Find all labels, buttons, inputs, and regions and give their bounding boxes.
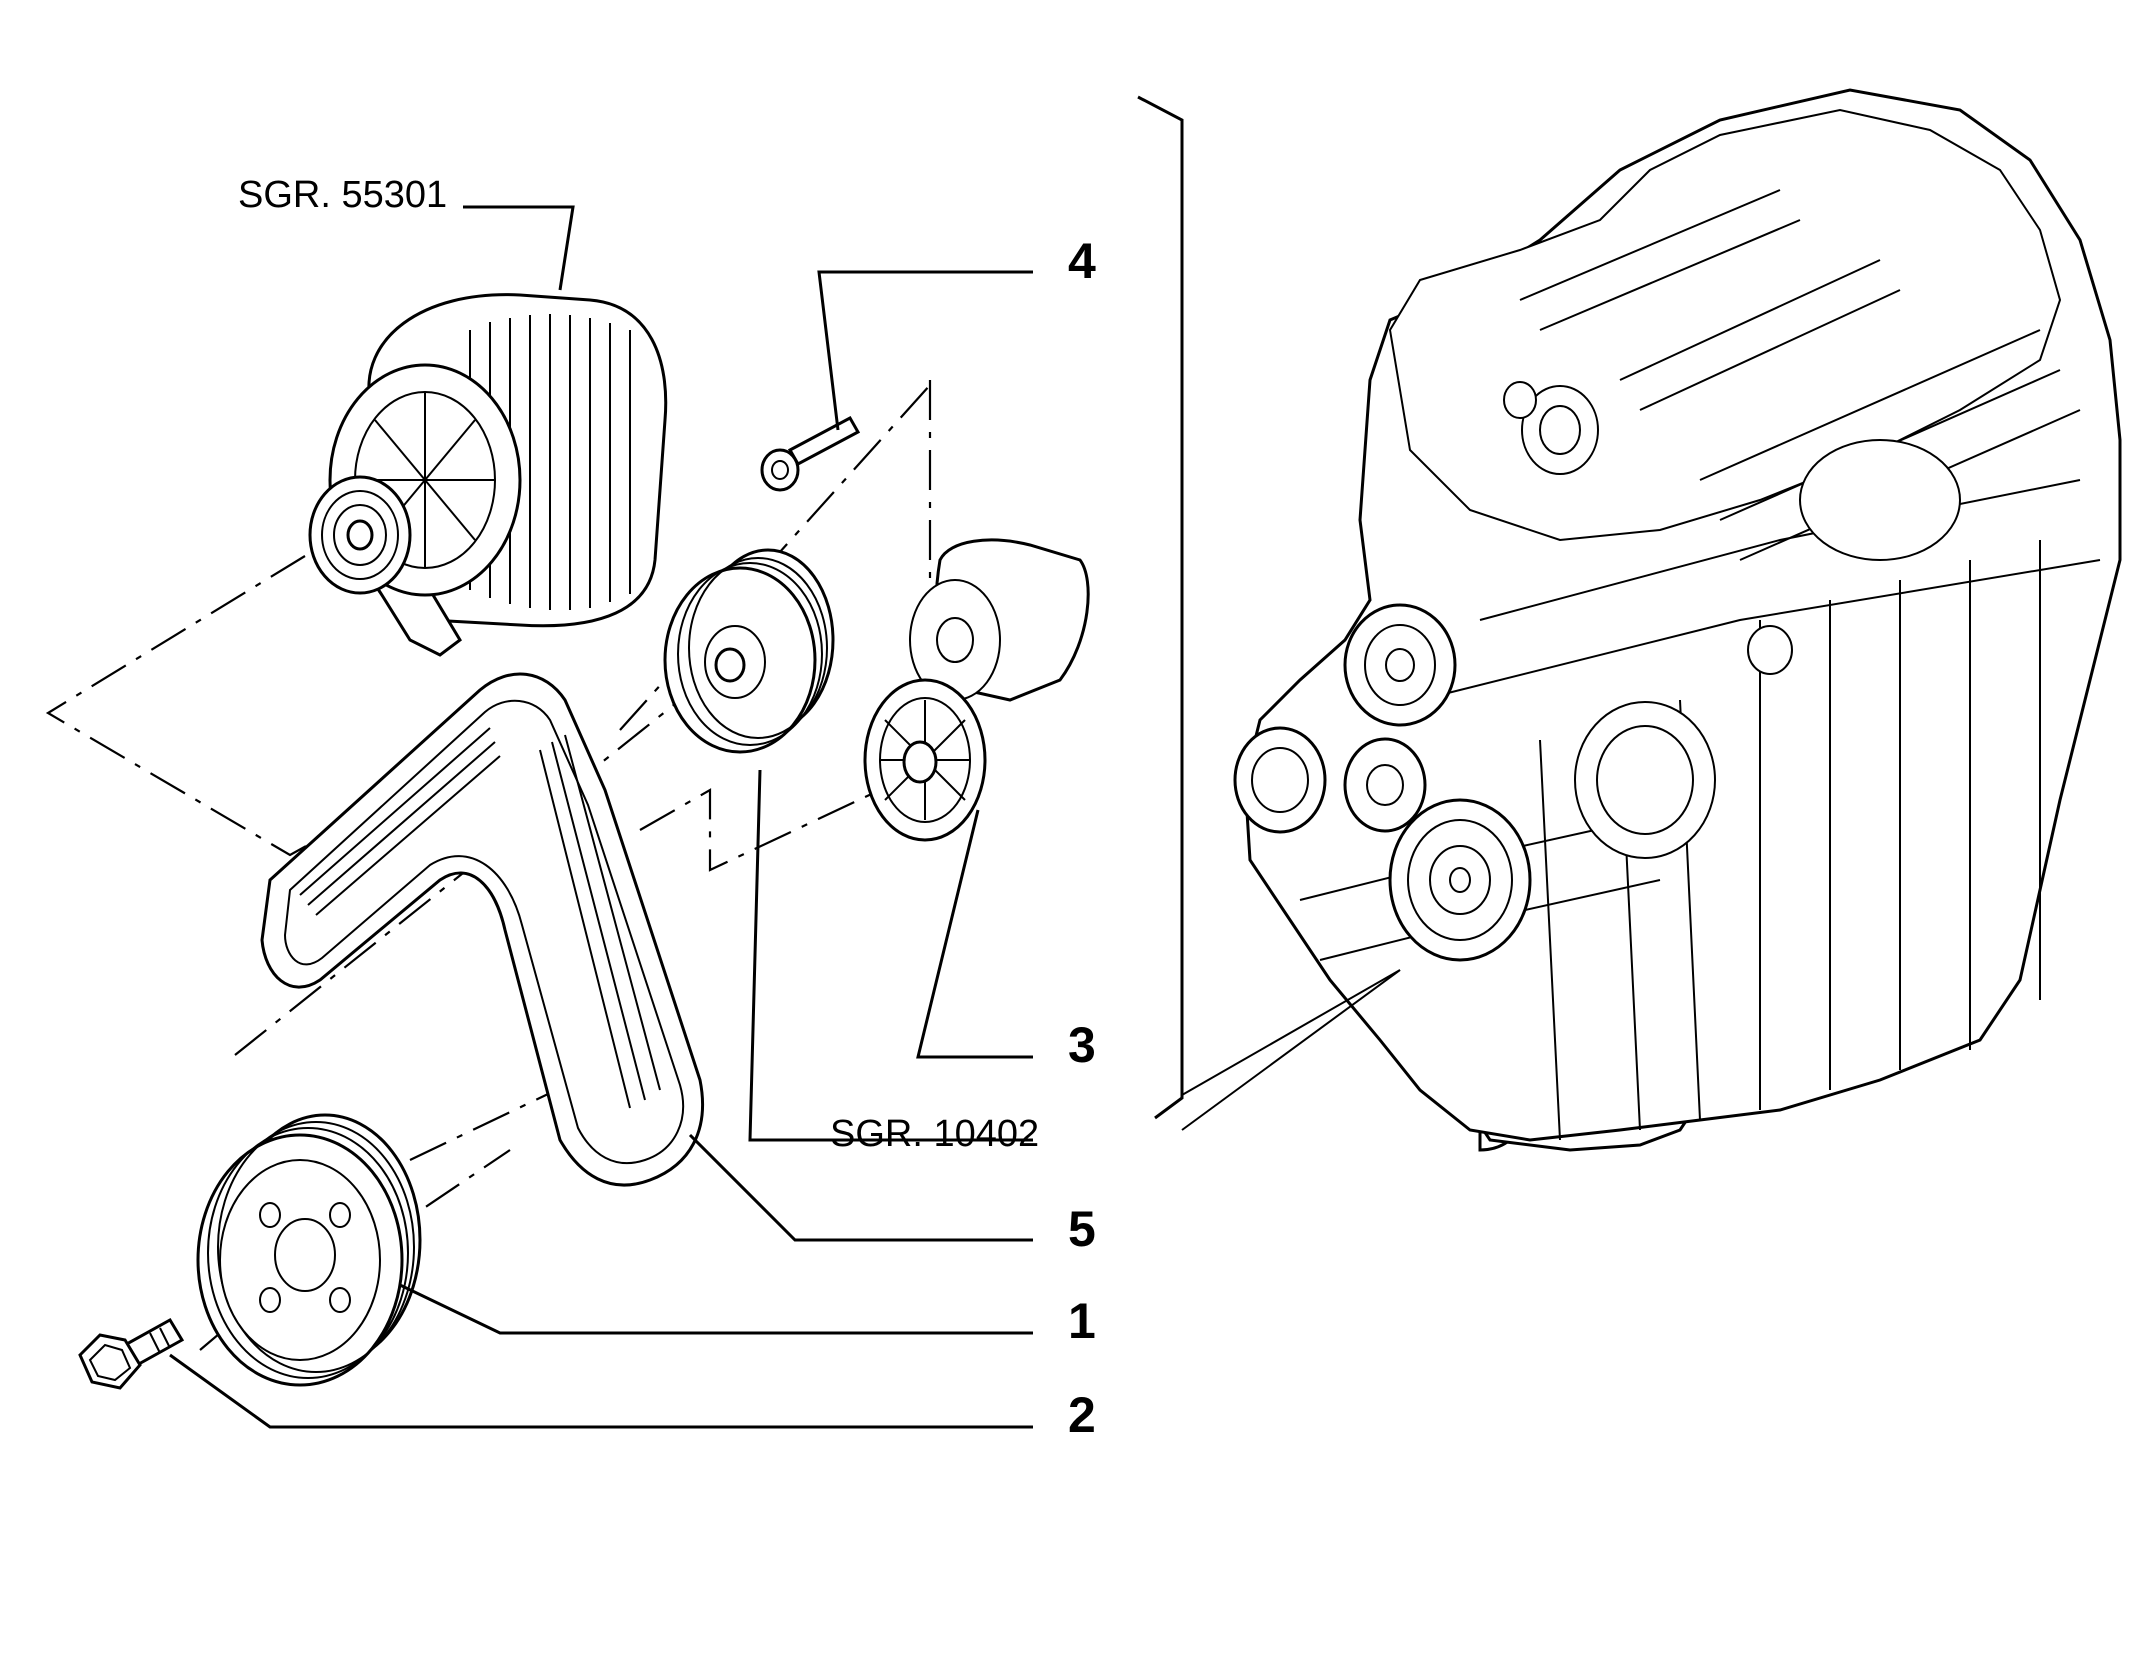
alternator-ref-label: SGR. 55301 (238, 174, 447, 216)
part-number-3: 3 (1068, 1017, 1096, 1073)
crankshaft-pulley (196, 1113, 422, 1387)
crankshaft-bolt (78, 1317, 185, 1390)
engine-assembly (1233, 88, 2122, 1152)
part-number-2: 2 (1068, 1387, 1096, 1443)
part-number-1: 1 (1068, 1293, 1096, 1349)
pulley-ref-label: SGR. 10402 (830, 1113, 1039, 1155)
tensioner-screw (760, 415, 861, 492)
idler-pulley (663, 548, 835, 754)
part-number-5: 5 (1068, 1201, 1096, 1257)
part-number-4: 4 (1068, 233, 1096, 289)
belt-tensioner (863, 538, 1090, 842)
assembly-bracket (1137, 95, 1401, 1131)
alternator (308, 293, 668, 657)
poly-v-belt (260, 672, 705, 1187)
leader-lines (169, 205, 1033, 1429)
callout-labels: SGR. 55301 SGR. 10402 4 3 5 1 2 (238, 174, 1096, 1443)
